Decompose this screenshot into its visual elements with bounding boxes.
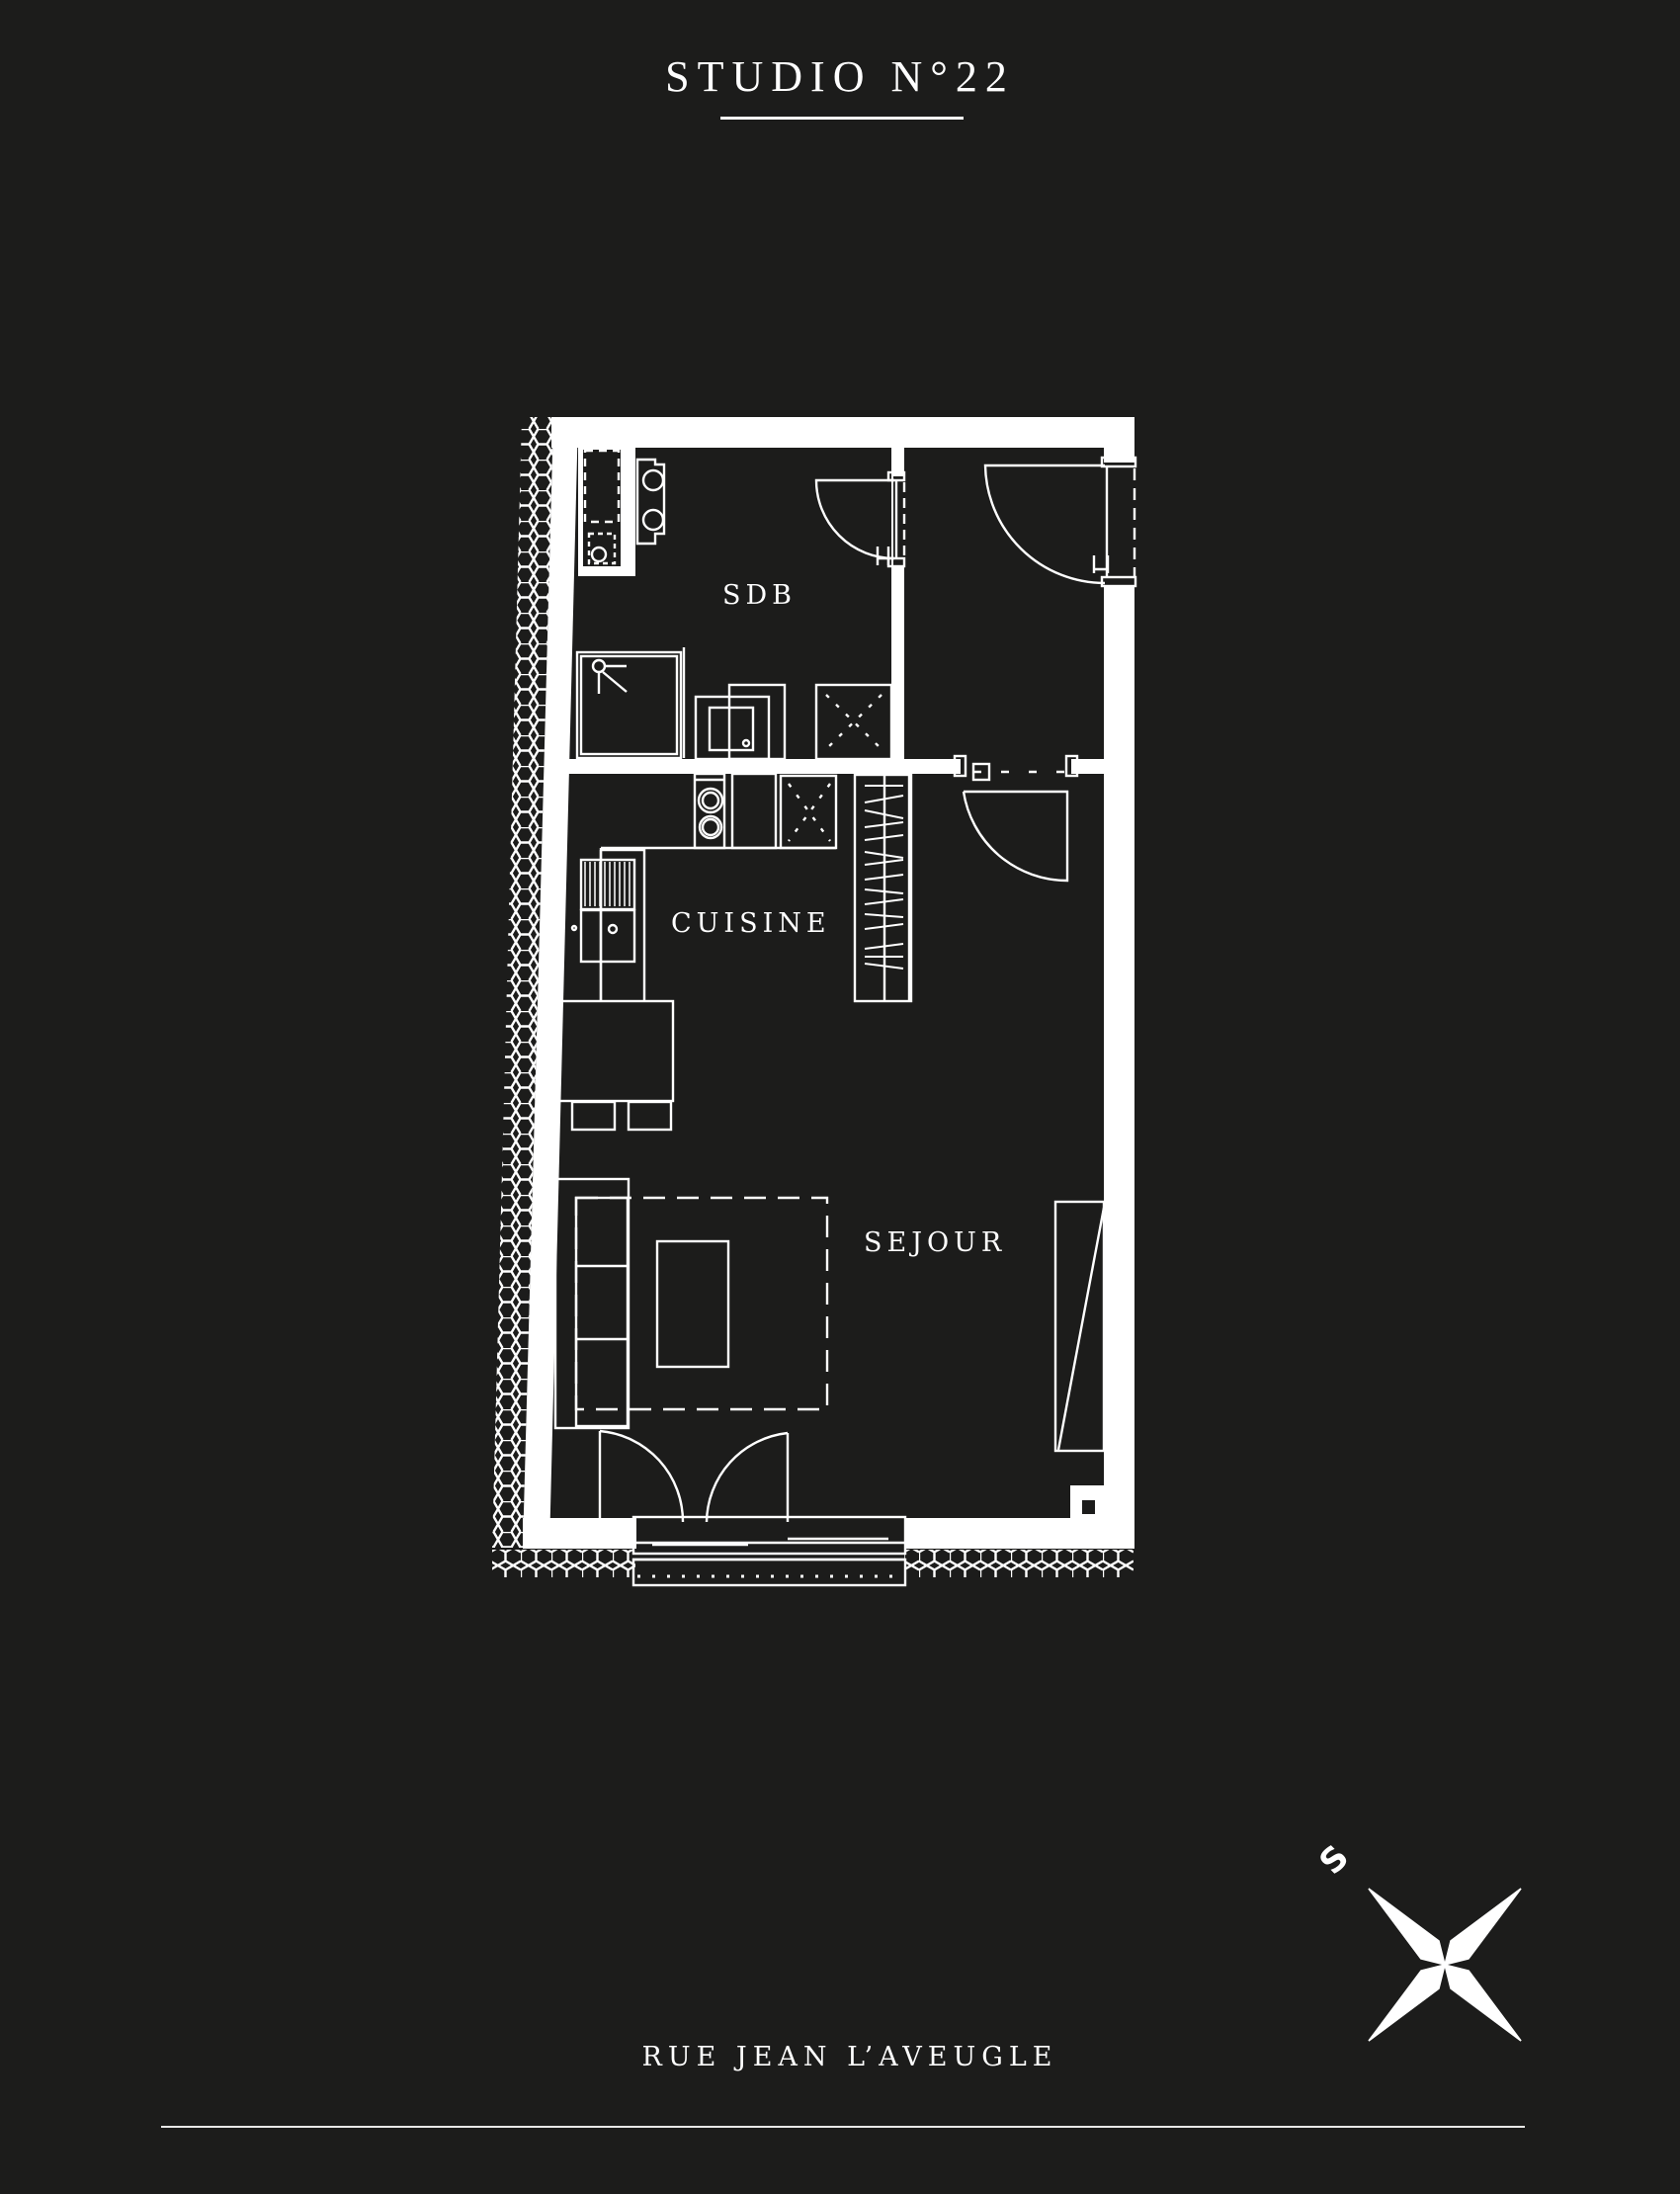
fixtures [553, 448, 1137, 1587]
bottom-divider [161, 2126, 1525, 2128]
room-label-sdb: SDB [722, 580, 797, 611]
title-underline [720, 117, 964, 120]
room-label-sejour: SEJOUR [864, 1227, 1007, 1258]
compass-rose-icon [1368, 1888, 1522, 2042]
street-label: RUE JEAN L’AVEUGLE [641, 2042, 1058, 2072]
pillar-hole [1082, 1500, 1095, 1514]
facade-hatch-left [492, 417, 553, 1548]
walls [523, 417, 1134, 1549]
drainboard-ribs [584, 862, 630, 906]
room-label-cuisine: CUISINE [671, 908, 831, 939]
facade-hatch-bottom [492, 1550, 1134, 1577]
plan-title: STUDIO N°22 [665, 52, 1015, 101]
